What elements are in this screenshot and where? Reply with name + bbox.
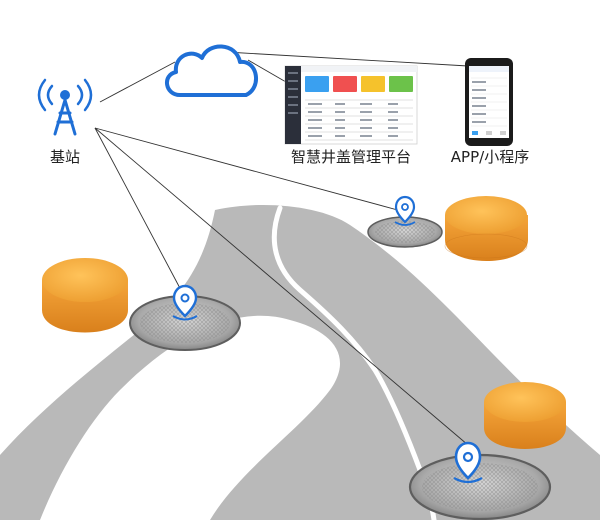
location-pin-icon [394, 195, 416, 226]
location-pin-icon [172, 284, 198, 321]
smartphone-icon [465, 58, 513, 146]
orange-sensor-device [42, 258, 128, 333]
base-station-label: 基站 [50, 148, 80, 166]
platform-label: 智慧井盖管理平台 [291, 148, 411, 166]
platform-dashboard [284, 65, 418, 145]
location-pin-icon [453, 441, 483, 484]
manhole-cover [408, 453, 552, 520]
manhole-cover [367, 216, 443, 248]
antenna-tower-icon [37, 78, 93, 136]
orange-sensor-device [484, 382, 566, 449]
orange-sensor-device [444, 196, 528, 261]
connection-lines [94, 51, 469, 446]
app-label: APP/小程序 [451, 148, 529, 166]
cloud-icon [165, 44, 258, 97]
